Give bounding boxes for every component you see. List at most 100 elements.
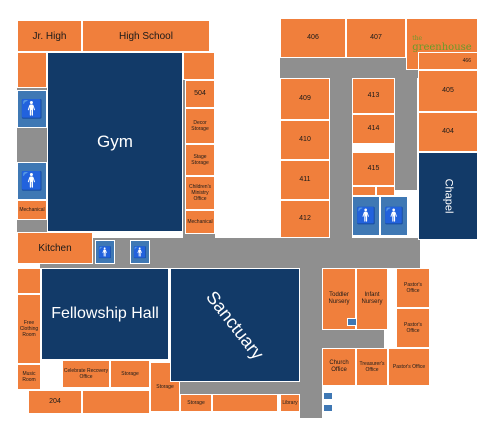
room-label: 405: [442, 87, 454, 94]
restroom-icon: 🚹: [384, 208, 404, 225]
room-label: 410: [299, 136, 311, 143]
room-label: Kitchen: [38, 242, 72, 254]
room-childrens-ministry-office: Children's Ministry Office: [185, 176, 215, 210]
room-label: Gym: [97, 132, 133, 151]
room-storage-3: Storage: [180, 394, 212, 412]
room-466: 466: [418, 52, 478, 70]
room-label: Free Clothing Room: [19, 320, 39, 338]
hallway-bottom: [150, 382, 300, 394]
room-label: Decor Storage: [191, 120, 209, 132]
room-label: 411: [299, 176, 311, 183]
hallway-south-center: [300, 268, 322, 418]
room-fellowship-hall: Fellowship Hall: [41, 268, 169, 360]
room-label: Celebrate Recovery Office: [63, 368, 109, 380]
room-label: 409: [299, 95, 311, 102]
hallway-east-wing-vertical: [330, 60, 352, 240]
room-label: Stage Storage: [191, 154, 209, 166]
room-204: 204: [28, 390, 82, 414]
room-label: Pastor's Office: [392, 364, 426, 370]
room-label: 404: [442, 128, 454, 135]
room-label: 412: [299, 215, 311, 222]
room-label: High School: [119, 30, 173, 42]
stairs-icon: [347, 318, 357, 326]
hallway-left-vertical: [17, 58, 47, 258]
room-label: Storage: [156, 384, 174, 390]
room-label: Library: [282, 400, 298, 406]
hallway-south-east: [322, 330, 384, 348]
room-label: Church Office: [329, 360, 349, 373]
room-infant-nursery: Infant Nursery: [356, 268, 388, 330]
room-413: 413: [352, 78, 395, 114]
restroom-icon: 🚹: [98, 246, 112, 259]
room-label: 406: [307, 34, 319, 41]
room-pastors-office-2: Pastor's Office: [396, 308, 430, 348]
restroom-icon: 🚹: [356, 208, 376, 225]
room-high-school: High School: [82, 20, 210, 52]
room-bottom-center: [212, 394, 278, 412]
room-mechanical-east: Mechanical: [185, 210, 215, 234]
room-label: Treasurer's Office: [359, 361, 385, 373]
restroom-icon: 🚹: [133, 246, 147, 259]
room-label: Chapel: [441, 178, 454, 214]
stairs-icon: [323, 392, 333, 400]
room-south-west-top: [17, 268, 41, 294]
room-label: Sanctuary: [202, 286, 269, 363]
greenhouse-logo: the greenhouse: [412, 35, 471, 53]
room-label: Storage: [121, 371, 139, 377]
room-404: 404: [418, 112, 478, 152]
restroom-icon: 🚹: [20, 170, 44, 191]
room-pastors-office-1: Pastor's Office: [396, 268, 430, 308]
room-small-a: [352, 186, 376, 196]
room-jr-high: Jr. High: [17, 20, 82, 52]
room-label: 413: [367, 92, 380, 99]
room-treasurers-office: Treasurer's Office: [356, 348, 388, 386]
restroom-kitchen-1: 🚹: [95, 240, 115, 264]
room-label: Storage: [187, 400, 205, 406]
restroom-east-1: 🚹: [352, 196, 380, 236]
room-library: Library: [280, 394, 300, 412]
room-gym: Gym: [47, 52, 183, 232]
room-label: Children's Ministry Office: [188, 184, 212, 202]
room-stage-storage: Stage Storage: [185, 144, 215, 176]
room-label: 414: [367, 125, 380, 132]
room-415: 415: [352, 152, 395, 186]
room-label: 204: [49, 398, 61, 405]
room-north-small: [17, 52, 47, 88]
room-label: 466: [462, 58, 471, 64]
restroom-west-1: 🚹: [17, 90, 47, 128]
logo-name: greenhouse: [412, 42, 472, 53]
room-church-office: Church Office: [322, 348, 356, 386]
room-kitchen: Kitchen: [17, 232, 93, 264]
restroom-kitchen-2: 🚹: [130, 240, 150, 264]
room-label: Fellowship Hall: [51, 305, 159, 322]
room-pastors-office-3: Pastor's Office: [388, 348, 430, 386]
room-label: 415: [367, 165, 380, 172]
restroom-west-2: 🚹: [17, 162, 47, 200]
room-412: 412: [280, 200, 330, 238]
room-414: 414: [352, 114, 395, 144]
room-mechanical-west: Mechanical: [17, 200, 47, 220]
room-decor-storage: Decor Storage: [185, 108, 215, 144]
room-504: 504: [185, 80, 215, 108]
room-bottom-small: [82, 390, 150, 414]
room-405: 405: [418, 70, 478, 112]
room-label: Jr. High: [32, 30, 67, 42]
room-label: Music Room: [22, 371, 36, 383]
room-music: Music Room: [17, 364, 41, 390]
room-label: Mechanical: [187, 219, 213, 225]
room-label: Toddler Nursery: [328, 292, 350, 305]
room-celebrate-recovery-office: Celebrate Recovery Office: [62, 360, 110, 388]
room-small-b: [376, 186, 395, 196]
room-label: Infant Nursery: [361, 292, 383, 305]
room-406: 406: [280, 18, 346, 58]
room-label: 407: [370, 34, 382, 41]
room-gym-east-top: [183, 52, 215, 80]
room-407: 407: [346, 18, 406, 58]
room-label: 504: [194, 90, 206, 97]
logo-the: the: [412, 35, 423, 42]
restroom-east-2: 🚹: [380, 196, 408, 236]
room-label: Pastor's Office: [404, 322, 422, 334]
room-410: 410: [280, 120, 330, 160]
hallway-east-mid: [395, 78, 417, 190]
